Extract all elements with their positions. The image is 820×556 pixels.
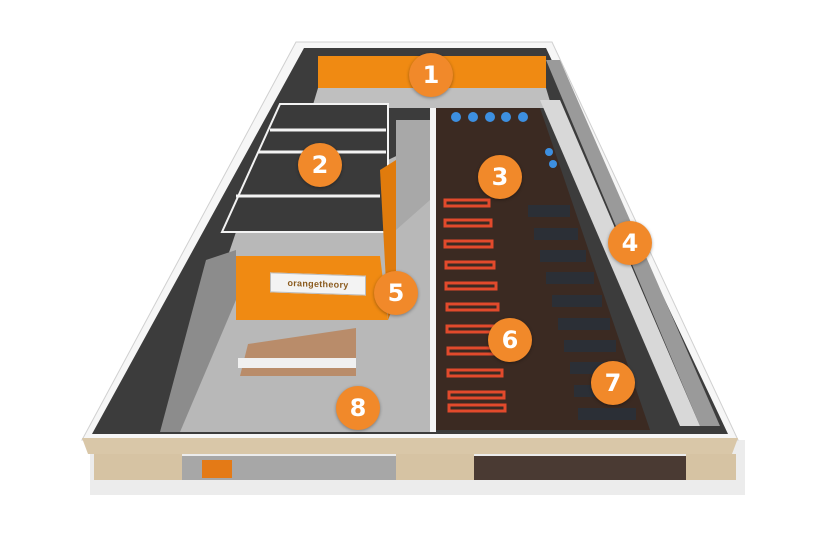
zone-marker-7[interactable]: 7 — [591, 361, 635, 405]
stability-balls — [451, 112, 557, 168]
storefront-window — [474, 456, 686, 480]
facade-pillar — [396, 454, 474, 480]
brand-sign: orangetheory — [270, 272, 366, 296]
zone-marker-4[interactable]: 4 — [608, 221, 652, 265]
facade-pillar — [686, 454, 736, 480]
facade-top — [82, 438, 738, 454]
left-wall-graphic — [160, 250, 236, 432]
zone-marker-2[interactable]: 2 — [298, 143, 342, 187]
zone-marker-1[interactable]: 1 — [409, 53, 453, 97]
zone-marker-5[interactable]: 5 — [374, 271, 418, 315]
zone-marker-3[interactable]: 3 — [478, 155, 522, 199]
zone-marker-6[interactable]: 6 — [488, 318, 532, 362]
divider-wall — [430, 108, 436, 432]
hallway-floor — [396, 120, 430, 230]
zone-marker-8[interactable]: 8 — [336, 386, 380, 430]
facade-pillar — [94, 454, 182, 480]
